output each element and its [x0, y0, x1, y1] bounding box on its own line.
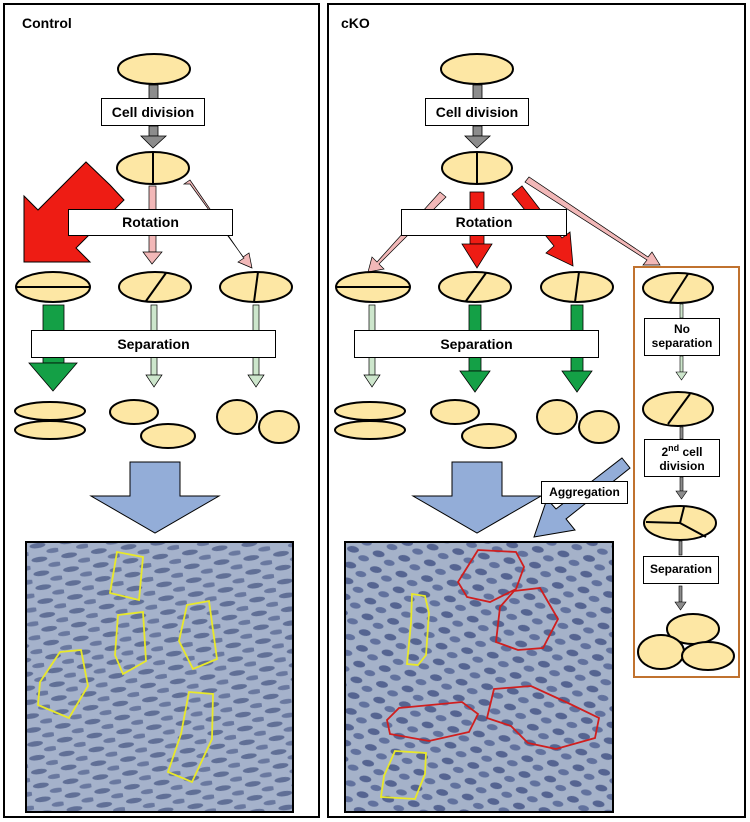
cko-daughter-c1: [536, 399, 578, 435]
control-yellow-outline-5: [166, 691, 214, 784]
cko-rotation-label: Rotation: [401, 209, 567, 236]
cko-red-outline-4: [485, 685, 601, 750]
control-daughter-c1: [216, 399, 258, 435]
control-yellow-outline-3: [178, 599, 218, 671]
control-rotation-label: Rotation: [68, 209, 233, 236]
cko-red-outline-2: [495, 587, 560, 651]
second-division-number: 2: [661, 444, 669, 459]
cko-daughter-c2: [578, 410, 620, 444]
cko-daughter-a2: [334, 420, 406, 440]
cko-cell-division-label: Cell division: [425, 98, 529, 126]
control-parent-cell: [117, 53, 191, 85]
cko-sidebox-daughter-3: [681, 641, 735, 671]
control-blue-arrow: [89, 461, 221, 534]
control-daughter-c2: [258, 410, 300, 444]
cko-yellow-outline-1: [406, 592, 430, 666]
control-green-arrow-left-head: [28, 362, 78, 392]
control-daughter-b2: [140, 423, 196, 449]
control-daughter-a2: [14, 420, 86, 440]
control-yellow-outline-2: [114, 610, 147, 676]
control-yellow-outline-4: [37, 649, 89, 720]
cko-daughter-a1: [334, 401, 406, 421]
cko-yellow-outline-2: [379, 750, 427, 800]
cko-sidebox-separation-label: Separation: [643, 556, 719, 584]
cko-red-outline-3: [386, 701, 480, 742]
cko-separation-label: Separation: [354, 330, 599, 358]
control-separation-label: Separation: [31, 330, 276, 358]
cko-gray-stem: [472, 125, 483, 137]
aggregation-label: Aggregation: [541, 481, 628, 504]
control-gray-arrowhead: [140, 135, 168, 149]
second-division-text: cell division: [659, 444, 705, 473]
cko-no-separation-box: [633, 266, 740, 678]
cko-gray-arrowhead: [464, 135, 492, 149]
control-pink-arrow-right: [182, 179, 253, 269]
cko-panel-title: cKO: [341, 15, 370, 31]
second-cell-division-label: 2nd cell division: [644, 439, 720, 477]
control-yellow-outline-1: [108, 550, 144, 602]
control-micrograph: [25, 541, 294, 813]
cko-daughter-b2: [461, 423, 517, 449]
control-cell-division-label: Cell division: [101, 98, 205, 126]
control-panel-title: Control: [22, 15, 72, 31]
second-division-suffix: nd: [668, 442, 680, 453]
no-separation-label: No separation: [644, 318, 720, 356]
cko-daughter-b1: [430, 399, 480, 425]
control-daughter-b1: [109, 399, 159, 425]
cko-pink-arrow-far-right: [524, 176, 661, 266]
cko-micrograph: [344, 541, 614, 813]
cko-red-outline-1: [456, 549, 525, 603]
cko-parent-cell: [440, 53, 514, 85]
cko-blue-arrow: [411, 461, 543, 534]
